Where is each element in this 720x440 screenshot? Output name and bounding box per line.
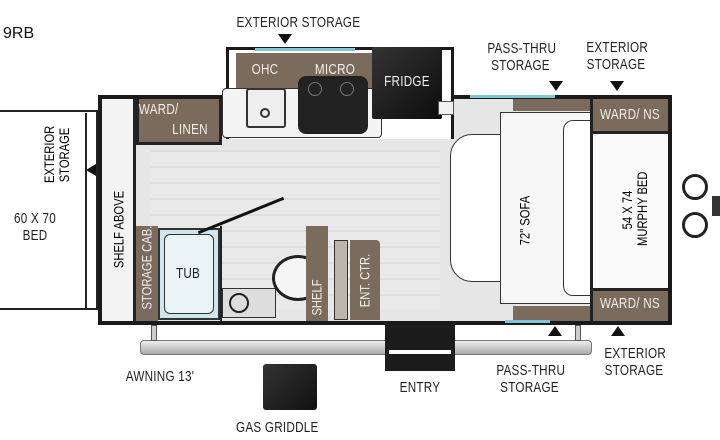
ward-ns-bottom-cabinet — [593, 288, 668, 321]
entry-steps — [385, 325, 455, 371]
bath-sink — [222, 288, 276, 318]
arrow-icon — [610, 81, 624, 91]
entertainment-center — [350, 240, 380, 320]
sofa-storage-bottom — [513, 306, 591, 321]
window — [255, 48, 355, 51]
sofa-seat-divider — [563, 120, 591, 296]
arrow-icon — [549, 81, 563, 91]
murphy-bed — [593, 134, 668, 288]
shelf-above — [102, 99, 136, 321]
tub — [158, 228, 220, 320]
model-title: 9RB — [3, 25, 35, 42]
fridge — [372, 47, 442, 119]
tub-label: TUB — [175, 265, 201, 282]
ward-ns-top-label: WARD/ NS — [600, 106, 660, 123]
storage-cab-label: STORAGE CAB. — [138, 225, 155, 310]
exterior-storage-top-label: EXTERIOR STORAGE — [236, 14, 361, 31]
stove-icon — [298, 76, 368, 134]
gas-griddle-label: GAS GRIDDLE — [236, 419, 319, 436]
arrow-icon — [611, 326, 625, 336]
ward-ns-top-cabinet — [593, 99, 668, 134]
shelf-above-label: SHELF ABOVE — [110, 190, 127, 269]
arrow-icon — [548, 326, 562, 336]
micro-label: MICRO — [314, 61, 356, 78]
storage-cabinet — [136, 226, 158, 321]
awning-label: AWNING 13' — [125, 368, 195, 385]
bed-rail — [85, 113, 87, 308]
bath-wall — [220, 226, 222, 321]
arrow-icon — [86, 164, 96, 176]
ent-ctr-label: ENT. CTR. — [356, 253, 373, 308]
shelf-label: SHELF — [308, 279, 325, 316]
fridge-vent — [438, 101, 454, 115]
gas-griddle — [263, 364, 317, 410]
murphy-wall — [590, 99, 593, 321]
ward-linen-cabinet — [136, 99, 222, 145]
tent-bed-left — [0, 110, 98, 310]
sofa-storage-top — [513, 99, 591, 111]
ward-linen-label-2: LINEN — [172, 121, 208, 138]
window — [505, 320, 550, 323]
awning-arm — [575, 325, 581, 341]
shelf-cabinet — [306, 226, 328, 321]
awning — [140, 340, 592, 355]
sink-icon — [246, 88, 286, 128]
hitch-icon — [672, 168, 720, 244]
window — [470, 95, 555, 98]
fridge-label: FRIDGE — [384, 73, 430, 90]
arrow-icon — [278, 34, 292, 44]
ohc-label: OHC — [251, 61, 279, 78]
sofa-label: 72" SOFA — [516, 195, 533, 246]
tv — [334, 240, 348, 320]
ward-linen-label: WARD/ — [138, 101, 179, 118]
ward-ns-bottom-label: WARD/ NS — [600, 295, 660, 312]
awning-arm — [151, 325, 157, 341]
entry-label: ENTRY — [399, 379, 441, 396]
